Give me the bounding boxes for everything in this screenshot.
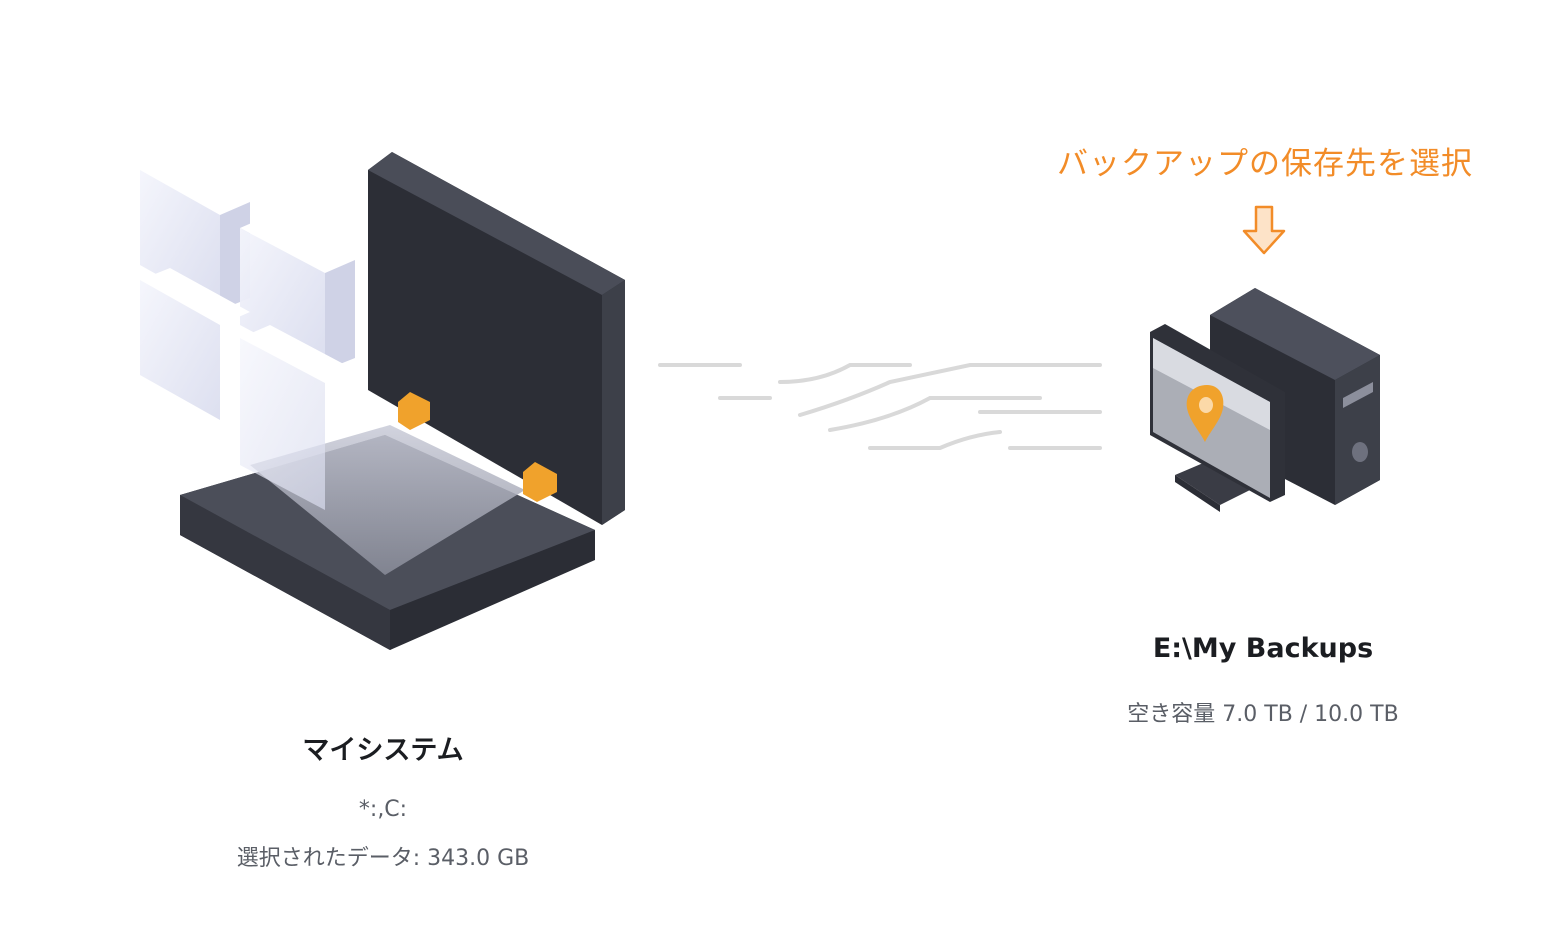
desktop-computer-location-icon[interactable] [1135,280,1395,520]
source-drives: *:,C: [358,797,408,822]
destination-path[interactable]: E:\My Backups [1152,633,1374,664]
select-destination-hint[interactable]: バックアップの保存先を選択 [1057,146,1473,182]
transfer-lines-graphic [650,340,1120,470]
destination-free-space: 空き容量 7.0 TB / 10.0 TB [1127,702,1399,727]
destination-info: E:\My Backups 空き容量 7.0 TB / 10.0 TB [1063,633,1463,728]
source-info: マイシステム *:,C: 選択されたデータ: 343.0 GB [183,728,583,872]
windows-system-icon[interactable] [140,140,640,670]
down-arrow-icon [1240,205,1288,257]
source-selected-data: 選択されたデータ: 343.0 GB [236,846,530,871]
source-title[interactable]: マイシステム [302,735,464,766]
